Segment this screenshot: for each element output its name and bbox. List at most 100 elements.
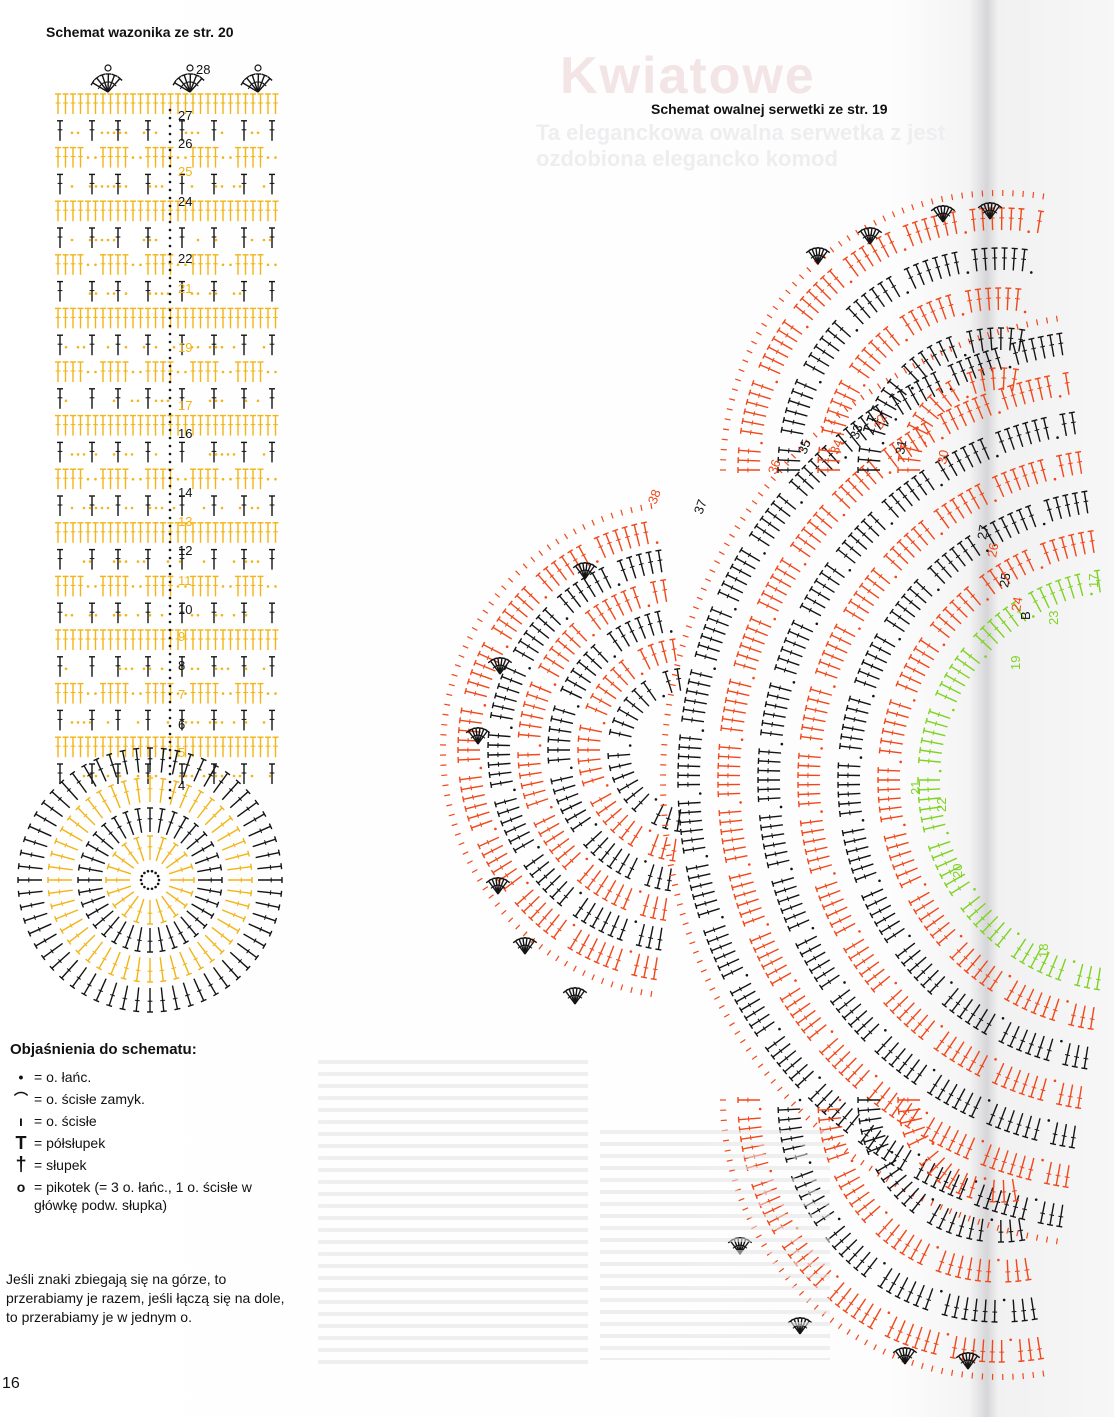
stitch-mark	[548, 739, 570, 741]
stitch-mark	[798, 765, 820, 766]
chain-mark	[506, 645, 509, 648]
chain-mark	[656, 541, 659, 544]
stitch-mark	[455, 833, 461, 835]
stitch-mark	[838, 997, 855, 1011]
stitch-mark	[751, 619, 771, 628]
chain-mark	[926, 1112, 929, 1115]
stitch-mark	[1072, 1066, 1078, 1067]
stitch-mark	[810, 735, 811, 740]
stitch-mark	[905, 666, 925, 676]
stitch-mark	[1037, 1099, 1043, 1101]
stitch-mark	[932, 922, 949, 936]
stitch-mark	[1047, 386, 1052, 387]
stitch-mark	[608, 754, 630, 756]
stitch-mark	[556, 539, 559, 544]
chain-mark	[577, 705, 580, 708]
stitch-mark	[728, 691, 749, 696]
stitch-mark	[810, 686, 812, 692]
chain-mark	[746, 974, 749, 977]
stitch-mark	[914, 1065, 927, 1083]
stitch-mark	[746, 1048, 751, 1051]
stitch-mark	[815, 708, 816, 713]
stitch-mark	[662, 651, 667, 652]
stitch-mark	[1078, 452, 1081, 474]
stitch-mark	[618, 627, 629, 646]
stitch-mark	[1072, 413, 1075, 435]
stitch-mark	[921, 737, 922, 743]
stitch-mark	[461, 786, 483, 790]
stitch-mark	[803, 529, 820, 542]
chain-mark	[812, 927, 815, 930]
stitch-mark	[982, 576, 995, 594]
stitch-mark	[892, 396, 904, 415]
stitch-mark	[1002, 1161, 1007, 1163]
stitch-mark	[1013, 1070, 1021, 1091]
chain-mark	[872, 695, 875, 698]
stitch-mark	[682, 719, 704, 722]
stitch-mark	[446, 694, 452, 695]
stitch-mark	[502, 705, 503, 710]
stitch-mark	[881, 921, 900, 932]
stitch-mark	[1001, 518, 1011, 538]
stitch-mark	[613, 669, 628, 685]
stitch-mark	[672, 850, 677, 851]
stitch-mark	[661, 837, 667, 858]
stitch-mark	[654, 804, 664, 824]
stitch-mark	[657, 867, 662, 888]
stitch-mark	[497, 683, 499, 689]
stitch-mark	[740, 642, 742, 648]
stitch-mark	[605, 808, 622, 822]
stitch-mark	[493, 627, 512, 639]
chain-mark	[878, 879, 881, 882]
stitch-mark	[838, 765, 860, 766]
stitch-mark	[955, 452, 965, 471]
stitch-mark	[761, 825, 783, 828]
stitch-mark	[674, 831, 680, 832]
stitch-mark	[960, 999, 973, 1017]
stitch-mark	[613, 815, 628, 831]
stitch-mark	[630, 566, 635, 567]
stitch-mark	[895, 373, 898, 378]
chain-mark	[739, 801, 742, 804]
stitch-mark	[936, 1032, 949, 1050]
stitch-mark	[910, 657, 929, 668]
stitch-mark	[693, 891, 714, 897]
chain-mark	[986, 598, 989, 601]
chain-mark	[1043, 523, 1046, 526]
stitch-mark	[869, 1166, 872, 1171]
stitch-mark	[1024, 551, 1033, 571]
stitch-mark	[720, 820, 742, 822]
stitch-mark	[689, 616, 695, 618]
stitch-mark	[524, 588, 540, 603]
stitch-mark	[767, 1036, 785, 1049]
stitch-mark	[930, 976, 945, 992]
stitch-mark	[737, 651, 739, 657]
stitch-mark	[472, 795, 473, 800]
stitch-mark	[861, 585, 879, 598]
stitch-mark	[1032, 472, 1037, 473]
stitch-mark	[812, 726, 813, 731]
stitch-mark	[1026, 1179, 1032, 1180]
stitch-mark	[897, 684, 917, 692]
stitch-mark	[1001, 1022, 1011, 1042]
chain-mark	[860, 756, 863, 759]
stitch-mark	[701, 588, 706, 590]
stitch-mark	[683, 923, 689, 925]
stitch-mark	[583, 970, 586, 975]
stitch-mark	[489, 895, 494, 899]
stitch-mark	[552, 719, 573, 724]
stitch-mark	[466, 803, 487, 809]
stitch-mark	[694, 699, 695, 704]
stitch-mark	[601, 569, 611, 589]
stitch-mark	[1007, 981, 1018, 1000]
stitch-mark	[886, 555, 902, 570]
stitch-mark	[955, 1089, 965, 1108]
stitch-mark	[687, 865, 709, 869]
stitch-mark	[871, 905, 890, 915]
stitch-mark	[846, 849, 847, 855]
stitch-mark	[1091, 1007, 1094, 1029]
stitch-mark	[718, 793, 740, 794]
stitch-mark	[779, 496, 796, 510]
stitch-mark	[746, 1007, 765, 1019]
stitch-mark	[553, 705, 555, 711]
